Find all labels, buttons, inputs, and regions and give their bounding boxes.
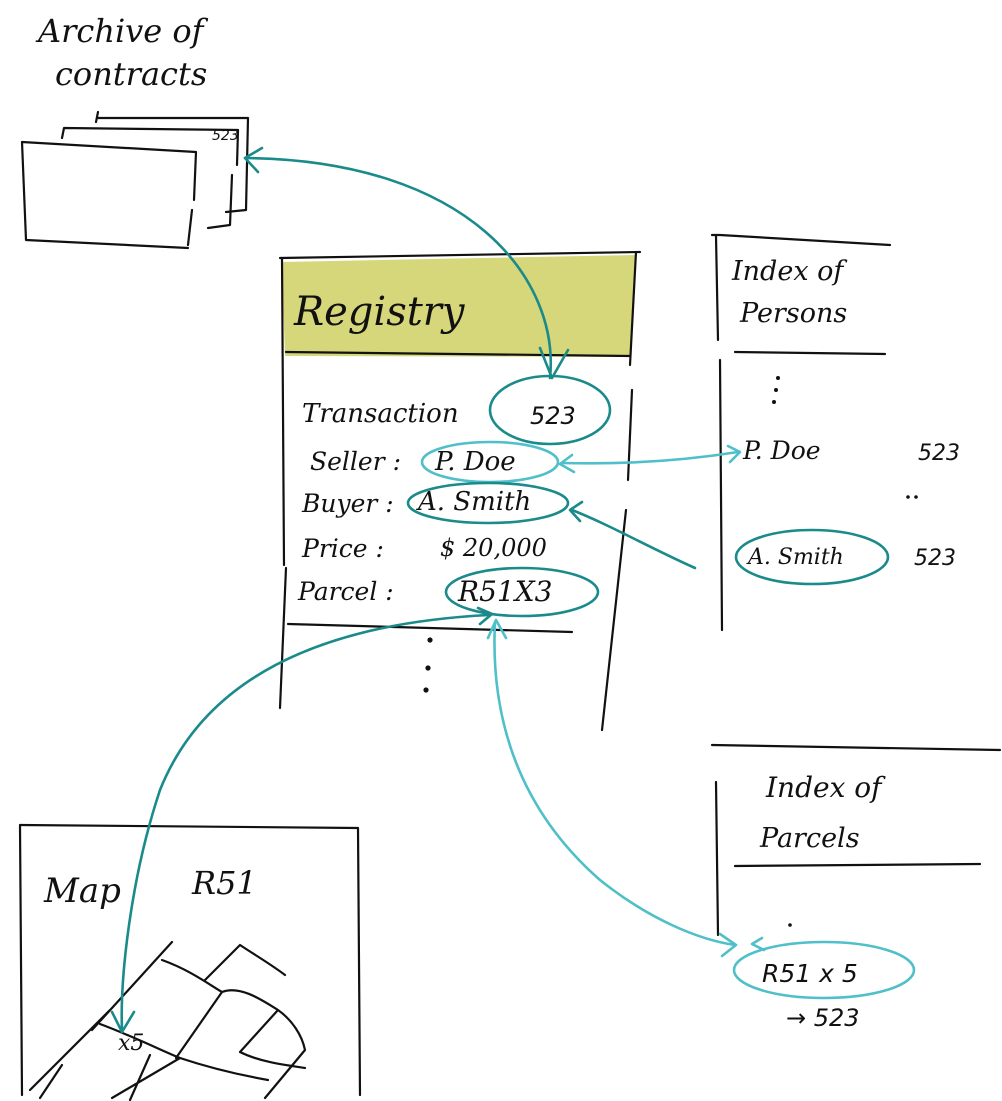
map-frame <box>18 823 362 1097</box>
persons-dot <box>772 400 776 404</box>
archive-of-contracts: Archive of contracts 523 <box>20 12 250 250</box>
seller-value: P. Doe <box>434 447 516 477</box>
archive-doc-number: 523 <box>212 128 239 144</box>
persons-dot <box>774 388 778 392</box>
price-value: $ 20,000 <box>440 534 547 562</box>
parcels-entry-ref: → 523 <box>786 1004 860 1032</box>
archive-doc-middle <box>60 126 240 230</box>
persons-entry-name: P. Doe <box>742 436 821 465</box>
registry-title: Registry <box>293 289 466 335</box>
persons-top-line <box>710 233 892 247</box>
parcels-left-line <box>714 780 720 937</box>
arrowhead-buyer <box>568 500 584 523</box>
archive-doc-back <box>94 110 250 214</box>
registry: Registry Transaction 523 Seller : P. Doe… <box>278 250 642 732</box>
persons-entry-ref: 523 <box>914 546 956 571</box>
buyer-label: Buyer : <box>301 489 394 518</box>
parcels-dot <box>788 923 792 927</box>
map-parcel-grid <box>28 940 307 1101</box>
parcels-top-line <box>710 743 1002 752</box>
arrowhead-archive <box>243 146 264 174</box>
parcels-header-rule <box>733 862 982 868</box>
parcels-title-line1: Index of <box>765 771 886 804</box>
persons-left-upper <box>714 234 720 342</box>
parcel-label: Parcel : <box>297 577 394 606</box>
registry-bottom-rule <box>286 622 574 634</box>
link-parcel-to-index <box>493 620 737 947</box>
map-r51: Map R51 x5 <box>18 823 362 1101</box>
map-frame-left <box>18 824 24 1097</box>
index-of-persons: Index of Persons P. Doe 523 A. Smith 523 <box>710 233 960 632</box>
registry-header-rule <box>284 350 632 358</box>
persons-entry-ref: 523 <box>918 441 960 466</box>
arrowhead-person-pdoe <box>726 444 742 464</box>
seller-label: Seller : <box>310 447 401 476</box>
registry-right-line <box>600 250 638 732</box>
registry-left-line <box>280 256 286 567</box>
persons-header-rule <box>733 350 887 356</box>
archive-doc-front <box>20 140 198 250</box>
arrowhead-transaction <box>538 346 570 380</box>
index-of-parcels: Index of Parcels R51 x 5 → 523 <box>710 743 1002 1032</box>
link-seller-to-person <box>560 450 740 465</box>
map-sheet: R51 <box>191 864 257 902</box>
map-cell-label: x5 <box>118 1031 144 1056</box>
persons-entry-name: A. Smith <box>746 545 844 570</box>
registry-lower-left-line <box>278 566 288 710</box>
price-label: Price : <box>301 534 384 563</box>
registry-continuation-dot <box>427 637 433 643</box>
arrowhead-parcel-left <box>476 606 494 626</box>
transaction-label: Transaction <box>302 399 459 429</box>
parcel-value: R51X3 <box>457 575 552 608</box>
arrowhead-parcels-entry <box>750 936 766 952</box>
link-arrows <box>110 146 766 1034</box>
buyer-value: A. Smith <box>416 487 531 517</box>
link-person-to-buyer <box>570 508 697 570</box>
parcel-circle <box>444 566 600 618</box>
link-parcel-to-map <box>120 613 490 1032</box>
persons-dot <box>776 376 780 380</box>
arrowhead-parcel-down <box>486 618 508 640</box>
registry-continuation-dot <box>425 665 431 671</box>
link-transaction-to-archive <box>243 156 553 380</box>
persons-dot <box>906 495 910 499</box>
arrowhead-seller <box>558 453 576 474</box>
parcels-title-line2: Parcels <box>759 823 860 854</box>
parcels-entry-circle <box>732 940 916 1000</box>
persons-entry-circle <box>734 528 890 586</box>
persons-dot <box>914 495 918 499</box>
registry-top-line <box>278 250 642 260</box>
archive-title-line2: contracts <box>55 55 207 93</box>
parcels-entry: R51 x 5 <box>762 959 858 988</box>
arrowhead-map <box>110 1010 136 1034</box>
persons-title-line2: Persons <box>739 298 847 329</box>
transaction-value: 523 <box>530 402 576 430</box>
persons-title-line1: Index of <box>731 256 847 287</box>
registry-continuation-dot <box>423 687 429 693</box>
map-label: Map <box>43 871 121 911</box>
persons-left-lower <box>718 358 724 632</box>
arrowhead-parcels-index <box>718 932 738 958</box>
buyer-circle <box>406 481 570 525</box>
archive-title-line1: Archive of <box>35 12 209 50</box>
